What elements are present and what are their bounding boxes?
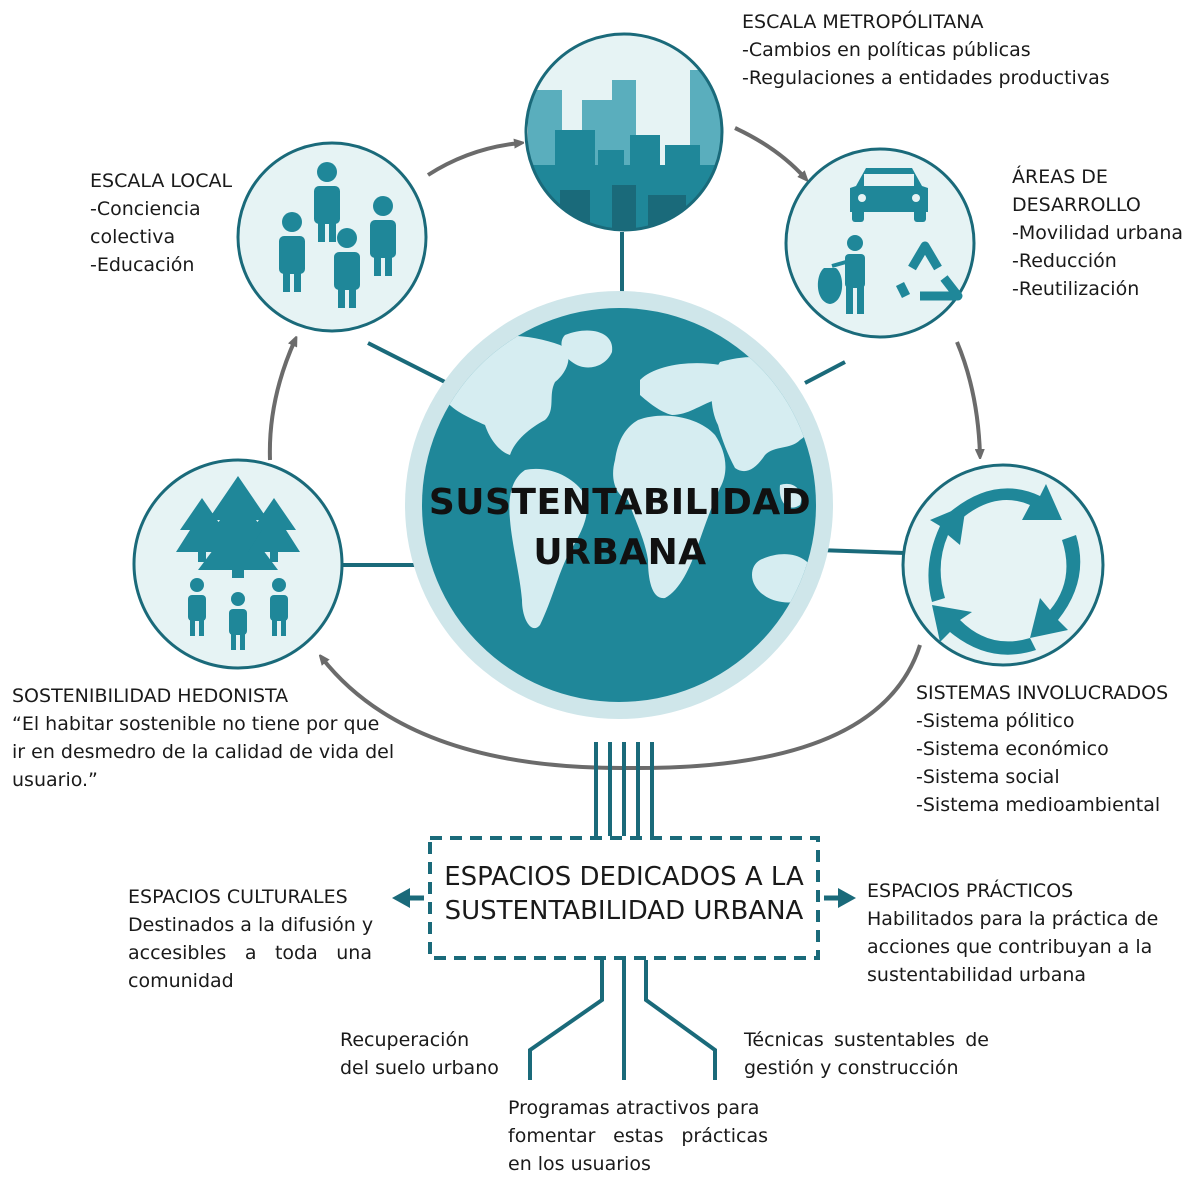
- sistemas-item: -Sistema pólitico: [916, 710, 1075, 732]
- programas-line: Programas atractivos para: [508, 1097, 760, 1119]
- city-icon: [526, 70, 722, 230]
- programas-line: fomentar estas prácticas: [508, 1125, 768, 1147]
- bottom-branches: [528, 960, 717, 1080]
- cycle-arrows: [267, 126, 980, 771]
- local-item: -Conciencia: [90, 198, 201, 220]
- circle-areas: [784, 147, 976, 339]
- hedonista-line: “El habitar sostenible no tiene por que: [12, 713, 380, 735]
- local-text: ESCALA LOCAL -Conciencia colectiva -Educ…: [90, 167, 232, 279]
- arrow-sistemas-to-hedonista: [322, 644, 922, 771]
- arrow-areas-to-sistemas: [955, 341, 980, 455]
- metropolitana-text: ESCALA METROPÓLITANA -Cambios en polític…: [742, 8, 1110, 92]
- espacios-box-title: ESPACIOS DEDICADOS A LA SUSTENTABILIDAD …: [430, 860, 818, 928]
- metropolitana-title: ESCALA METROPÓLITANA: [742, 11, 984, 33]
- trees-icon: [176, 476, 300, 578]
- people-icon: [279, 162, 396, 308]
- people-small-icon: [188, 578, 288, 650]
- sistemas-item: -Sistema medioambiental: [916, 794, 1161, 816]
- box-line2: SUSTENTABILIDAD URBANA: [444, 896, 804, 926]
- center-title-line1: SUSTENTABILIDAD: [428, 482, 812, 523]
- circle-local: [236, 141, 428, 333]
- local-title: ESCALA LOCAL: [90, 170, 233, 192]
- practicos-line: Habilitados para la práctica de: [867, 908, 1159, 930]
- practicos-title: ESPACIOS PRÁCTICOS: [867, 880, 1074, 902]
- culturales-line: comunidad: [128, 970, 234, 992]
- programas-line: en los usuarios: [508, 1153, 651, 1175]
- cycle-icon: [928, 484, 1081, 655]
- sistemas-text: SISTEMAS INVOLUCRADOS -Sistema pólitico …: [916, 679, 1168, 819]
- areas-text: ÁREAS DE DESARROLLO -Movilidad urbana -R…: [1012, 163, 1183, 303]
- tecnicas-line: Técnicas sustentables de: [744, 1029, 989, 1051]
- car-icon: [850, 168, 928, 222]
- sistemas-title: SISTEMAS INVOLUCRADOS: [916, 682, 1169, 704]
- circle-sistemas: [901, 463, 1105, 667]
- tecnicas-text: Técnicas sustentables de gestión y const…: [744, 1026, 989, 1082]
- practicos-line: acciones que contribuyan a la: [867, 936, 1153, 958]
- arrow-hedonista-to-local: [267, 340, 295, 461]
- box-line1: ESPACIOS DEDICADOS A LA: [444, 862, 804, 892]
- circle-metropolitana: [524, 32, 724, 232]
- areas-item: -Reutilización: [1012, 278, 1140, 300]
- areas-title-line1: ÁREAS DE: [1012, 166, 1108, 188]
- areas-title-line2: DESARROLLO: [1012, 194, 1141, 216]
- recuperacion-line: del suelo urbano: [340, 1057, 499, 1079]
- arrow-metro-to-areas: [734, 126, 805, 178]
- sistemas-item: -Sistema social: [916, 766, 1060, 788]
- areas-item: -Movilidad urbana: [1012, 222, 1183, 244]
- hedonista-line: usuario.”: [12, 769, 98, 791]
- recuperacion-line: Recuperación: [340, 1029, 470, 1051]
- center-title-line2: URBANA: [533, 532, 707, 573]
- recycle-icon: [895, 241, 963, 301]
- circle-hedonista: [132, 458, 344, 670]
- culturales-text: ESPACIOS CULTURALES Destinados a la difu…: [128, 883, 374, 995]
- metropolitana-item: -Cambios en políticas públicas: [742, 39, 1031, 61]
- culturales-line: Destinados a la difusión y: [128, 914, 374, 936]
- metropolitana-item: -Regulaciones a entidades productivas: [742, 67, 1110, 89]
- trash-person-icon: [817, 235, 865, 314]
- practicos-line: sustentabilidad urbana: [867, 964, 1087, 986]
- globe: [405, 291, 833, 719]
- recuperacion-text: Recuperación del suelo urbano: [340, 1026, 499, 1082]
- culturales-line: accesibles a toda una: [128, 942, 372, 964]
- side-arrows: [392, 888, 856, 908]
- sistemas-item: -Sistema económico: [916, 738, 1109, 760]
- culturales-title: ESPACIOS CULTURALES: [128, 886, 348, 908]
- practicos-text: ESPACIOS PRÁCTICOS Habilitados para la p…: [867, 877, 1158, 989]
- tecnicas-line: gestión y construcción: [744, 1057, 959, 1079]
- programas-text: Programas atractivos para fomentar estas…: [508, 1094, 768, 1178]
- trunk-lines: [594, 742, 654, 836]
- espacios-box: [428, 836, 820, 960]
- areas-item: -Reducción: [1012, 250, 1117, 272]
- center-title: SUSTENTABILIDAD URBANA: [420, 478, 820, 578]
- hedonista-line: ir en desmedro de la calidad de vida del: [12, 741, 395, 763]
- hedonista-title: SOSTENIBILIDAD HEDONISTA: [12, 685, 289, 707]
- local-item: colectiva: [90, 226, 176, 248]
- spokes: [342, 232, 906, 567]
- arrow-local-to-metro: [426, 143, 520, 177]
- hedonista-text: SOSTENIBILIDAD HEDONISTA “El habitar sos…: [12, 682, 394, 794]
- local-item: -Educación: [90, 254, 195, 276]
